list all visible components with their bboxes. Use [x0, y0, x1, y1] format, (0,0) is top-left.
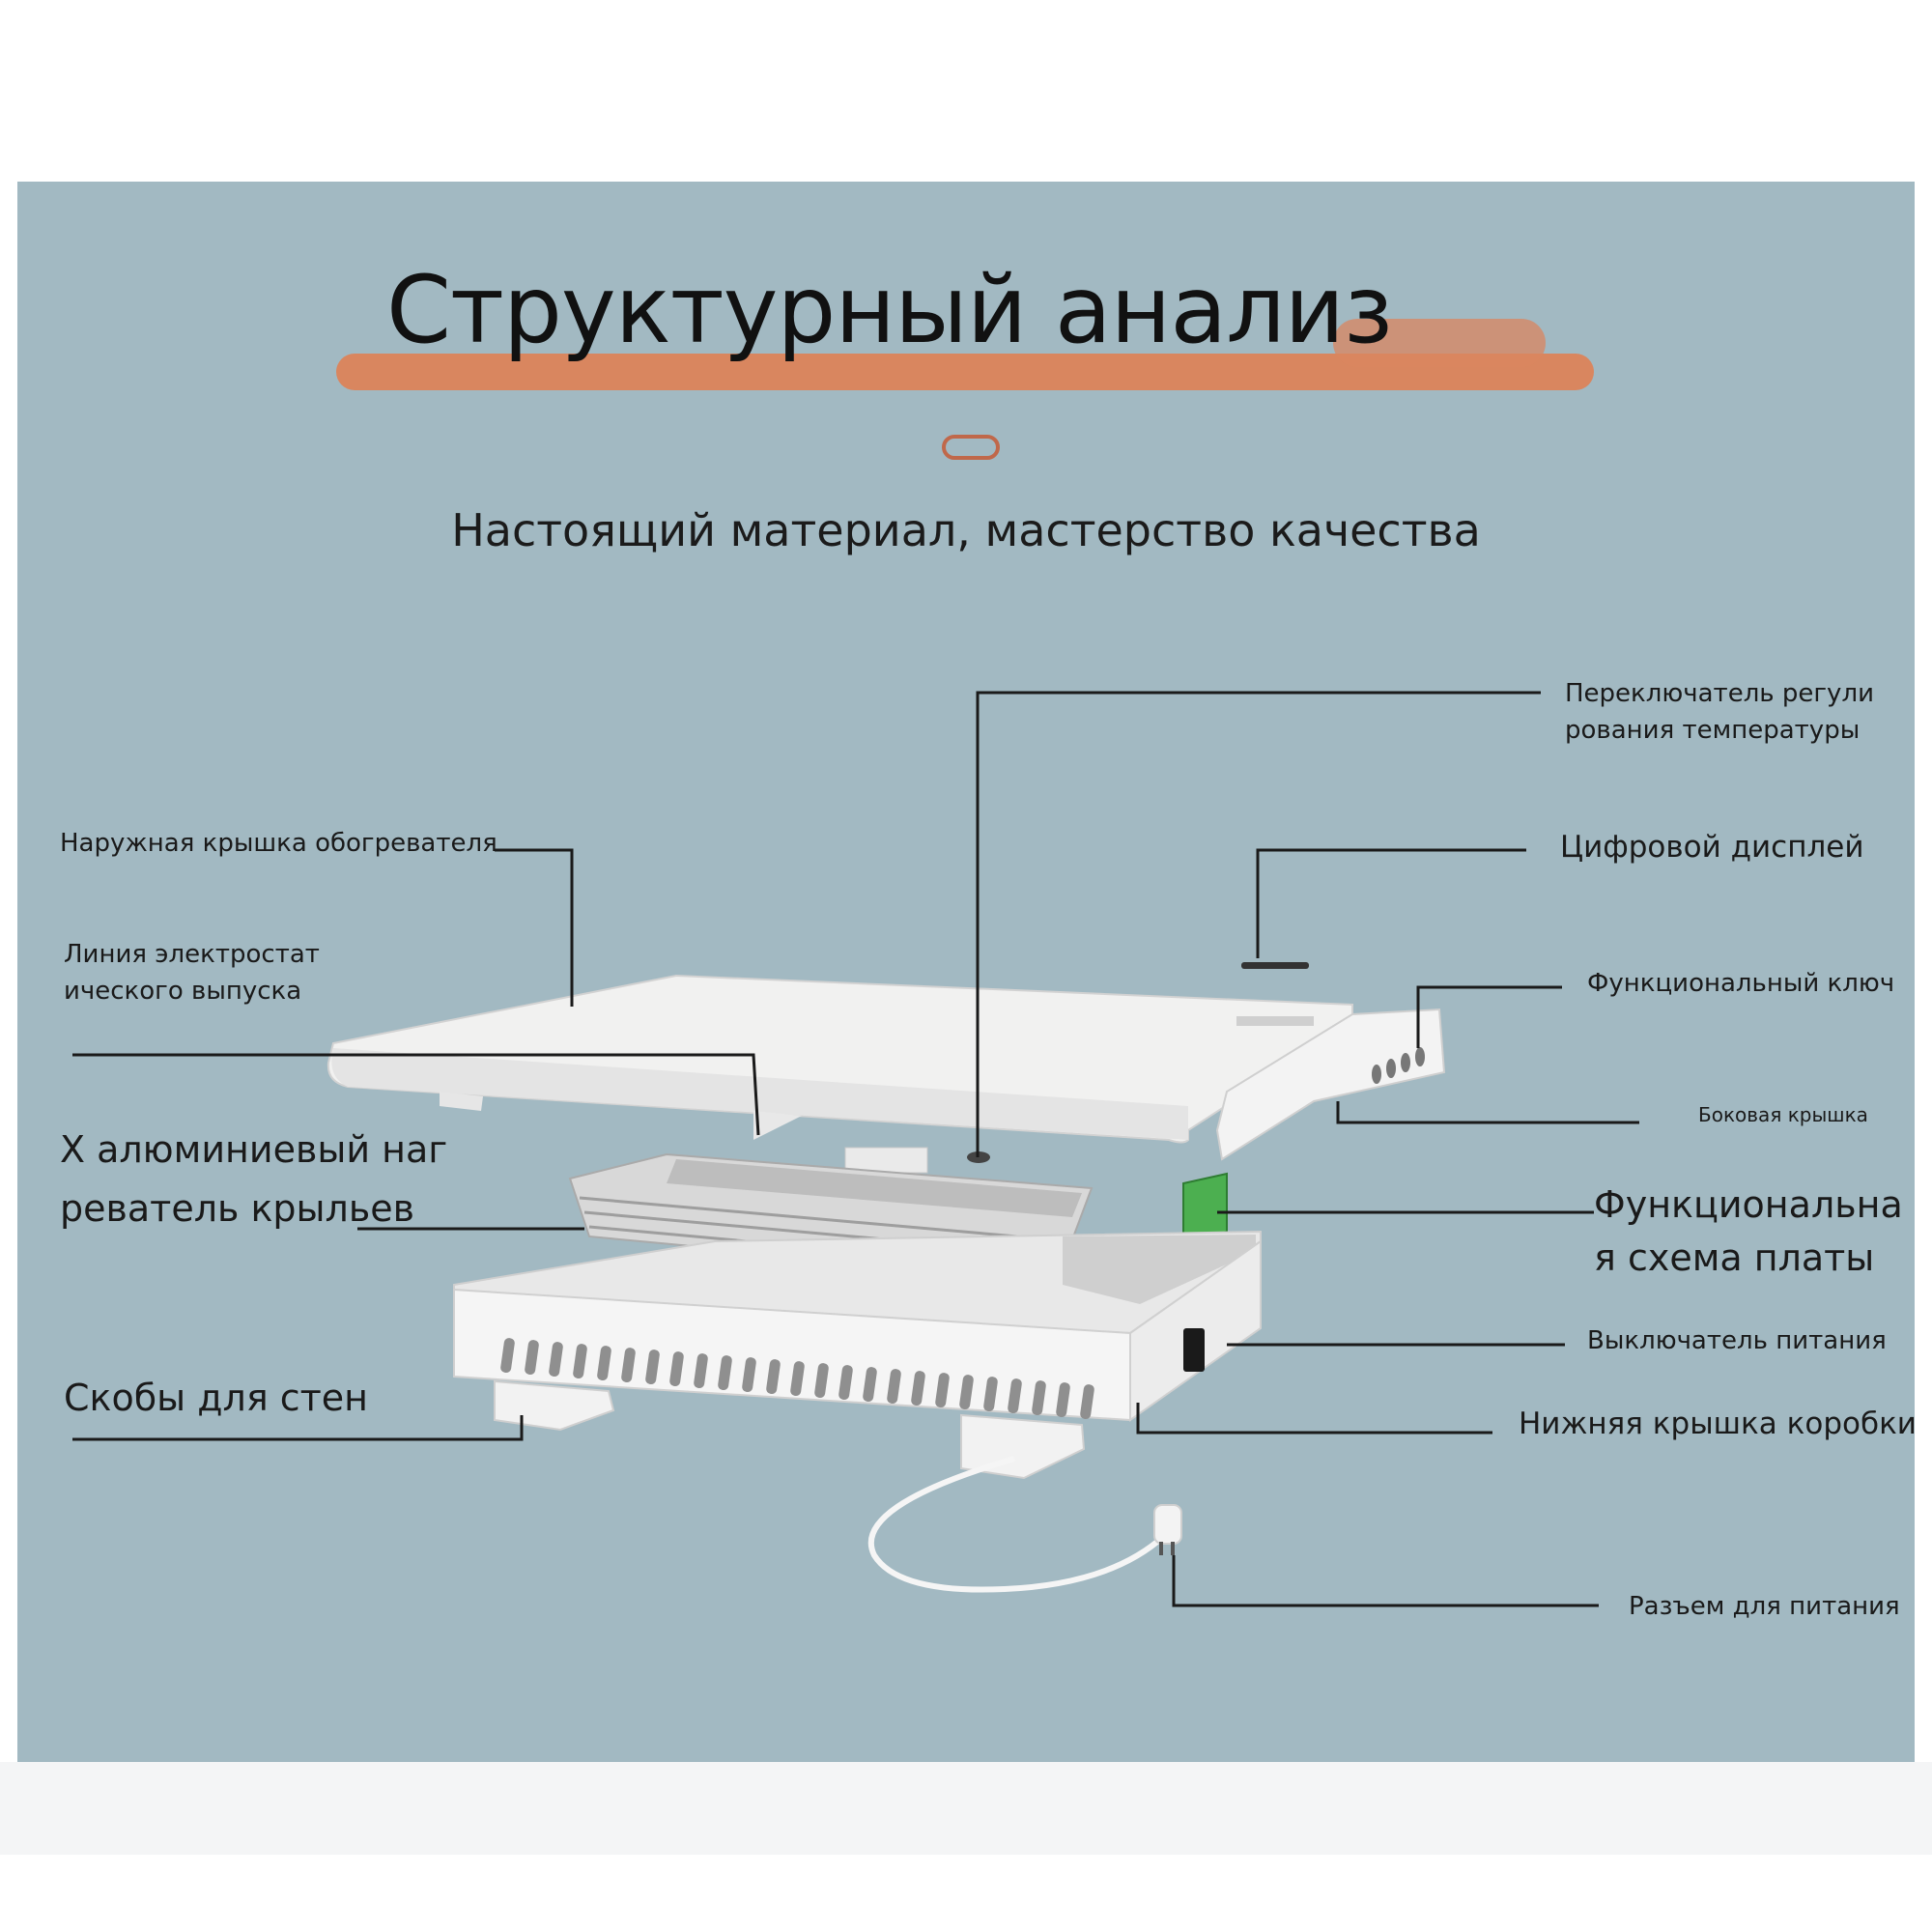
label-outer-cover: Наружная крышка обогревателя	[60, 829, 497, 858]
power-switch-button	[1183, 1328, 1205, 1372]
label-function-board: Функциональна я схема платы	[1594, 1183, 1903, 1280]
title-highlight-smudge	[1333, 319, 1546, 367]
decor-pill	[942, 435, 1000, 460]
label-electrostatic-line: Линия электростат ического выпуска	[64, 940, 320, 1006]
wall-bracket-left	[494, 1379, 615, 1432]
label-function-key: Функциональный ключ	[1587, 969, 1895, 998]
wall-bracket-right	[960, 1413, 1086, 1480]
label-temp-switch: Переключатель регули рования температуры	[1565, 676, 1874, 749]
page-subtitle: Настоящий материал, мастерство качества	[451, 504, 1481, 556]
label-aluminum-heater: X алюминиевый наг реватель крыльев	[60, 1128, 448, 1230]
label-power-plug: Разъем для питания	[1629, 1592, 1900, 1621]
page-title: Структурный анализ	[386, 256, 1393, 364]
label-side-cover: Боковая крышка	[1698, 1103, 1868, 1126]
bottom-box-part	[453, 1230, 1262, 1422]
background-panel	[17, 182, 1915, 1762]
label-temp-switch-text: Переключатель регули рования температуры	[1565, 679, 1874, 745]
label-bottom-box-cover: Нижняя крышка коробки	[1519, 1406, 1917, 1441]
leader-lines	[72, 691, 1639, 1607]
bottom-strip	[0, 1762, 1932, 1855]
outer-cover-part	[327, 962, 1353, 1144]
power-cord	[867, 1456, 1167, 1593]
display-module	[844, 1147, 928, 1174]
label-wall-brackets: Скобы для стен	[64, 1377, 369, 1419]
label-power-switch: Выключатель питания	[1587, 1326, 1887, 1355]
label-digital-display: Цифровой дисплей	[1560, 830, 1864, 865]
power-plug-part	[1153, 1504, 1182, 1555]
side-cover-part	[1215, 1008, 1446, 1161]
